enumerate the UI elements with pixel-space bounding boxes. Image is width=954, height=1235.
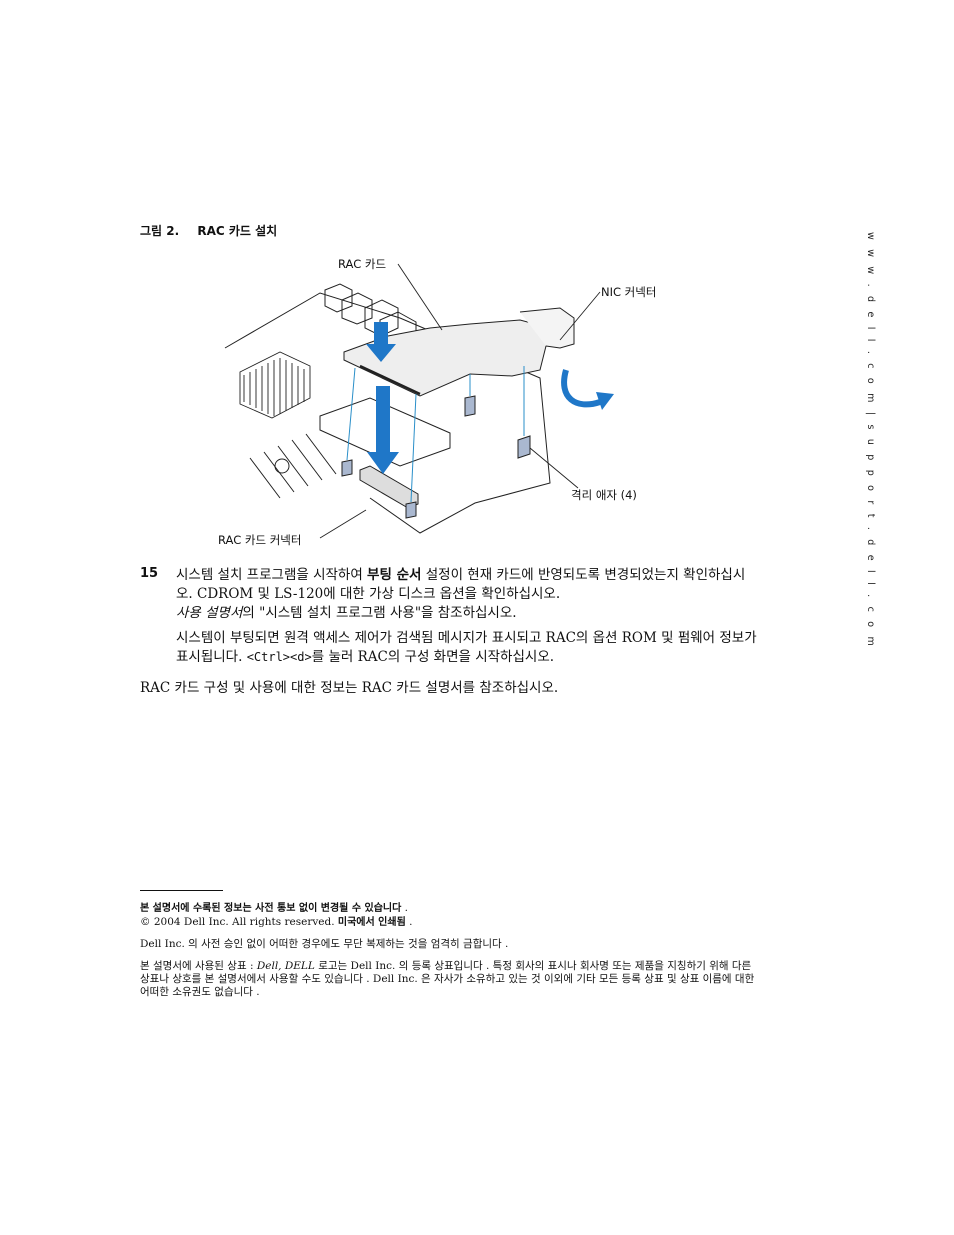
rotation-arrow	[561, 369, 601, 408]
trademark-text: 로고는 Dell Inc. 의 등록 상표입니다 . 특정 회사의 표시나 회사…	[140, 960, 755, 998]
step-text: 의 "시스템 설치 프로그램 사용"을 참조하십시오.	[242, 605, 517, 621]
step-paragraph-2: 시스템이 부팅되면 원격 액세스 제어가 검색됨 메시지가 표시되고 RAC의 …	[176, 629, 760, 667]
notice-text: 본 설명서에 수록된 정보는 사전 통보 없이 변경될 수 있습니다	[140, 903, 402, 914]
heatsink	[239, 351, 311, 419]
callout-rac-card-connector: RAC 카드 커넥터	[218, 533, 302, 547]
step-text: 시스템이 부팅되면 원격 액세스 제어가 검색됨 메시지가 표시되고 RAC의 …	[176, 630, 757, 665]
standoffs	[341, 395, 531, 519]
figure-title: RAC 카드 설치	[197, 224, 278, 238]
memory-slots	[249, 433, 337, 499]
trademark-text: 본 설명서에 사용된 상표 :	[140, 960, 257, 972]
callout-nic-connector: NIC 커넥터	[601, 285, 657, 299]
step-number: 15	[140, 566, 159, 581]
step-paragraph-1: 시스템 설치 프로그램을 시작하여 부팅 순서 설정이 현재 카드에 반영되도록…	[176, 566, 760, 623]
insert-direction-arrows	[366, 322, 399, 474]
printed-text: 미국에서 인쇄됨	[337, 917, 406, 928]
step-text: 시스템 설치 프로그램을 시작하여	[176, 567, 368, 583]
callout-standoffs: 격리 애자 (4)	[571, 488, 637, 502]
step-text: 를 눌러 RAC의 구성 화면을 시작하십시오.	[311, 649, 555, 665]
footer-rule	[140, 890, 223, 891]
notice-line: 본 설명서에 수록된 정보는 사전 통보 없이 변경될 수 있습니다 .	[140, 902, 760, 915]
step-text: 설정이 현재 카드에 반영되도록 변경되었는지 확인하십시오. CDROM 및 …	[176, 567, 746, 602]
step-body: 시스템 설치 프로그램을 시작하여 부팅 순서 설정이 현재 카드에 반영되도록…	[176, 566, 760, 667]
copyright-line: © 2004 Dell Inc. All rights reserved. 미국…	[140, 916, 760, 929]
trademark-names: Dell, DELL	[256, 960, 315, 972]
board-pad	[319, 397, 451, 467]
copyright-text: © 2004 Dell Inc. All rights reserved.	[140, 916, 338, 928]
figure-number: 그림 2.	[140, 224, 180, 238]
nic-connector-bracket	[519, 307, 575, 349]
rac-connector-on-board	[359, 465, 419, 509]
installation-illustration	[224, 263, 614, 539]
ctrl-key-code: <Ctrl>	[246, 650, 291, 664]
rac-card-installation-figure: RAC 카드 NIC 커넥터 격리 애자 (4) RAC 카드 커넥터	[218, 248, 680, 558]
step-15: 15 시스템 설치 프로그램을 시작하여 부팅 순서 설정이 현재 카드에 반영…	[140, 566, 760, 673]
figure-caption: 그림 2. RAC 카드 설치	[140, 222, 277, 239]
users-guide-reference: 사용 설명서	[176, 605, 243, 621]
reproduction-notice: Dell Inc. 의 사전 승인 없이 어떠한 경우에도 무단 복제하는 것을…	[140, 938, 509, 950]
system-board	[224, 292, 551, 534]
notice-end: .	[401, 902, 409, 914]
trademark-notice: 본 설명서에 사용된 상표 : Dell, DELL 로고는 Dell Inc.…	[140, 960, 760, 999]
callout-rac-card: RAC 카드	[338, 257, 387, 271]
printed-end: .	[405, 916, 413, 928]
d-key-code: <d>	[290, 650, 312, 664]
boot-sequence-term: 부팅 순서	[367, 567, 422, 583]
side-url-text: w w w . d e l l . c o m | s u p p o r t …	[865, 232, 876, 649]
rac-reference-paragraph: RAC 카드 구성 및 사용에 대한 정보는 RAC 카드 설명서를 참조하십시…	[140, 680, 559, 696]
